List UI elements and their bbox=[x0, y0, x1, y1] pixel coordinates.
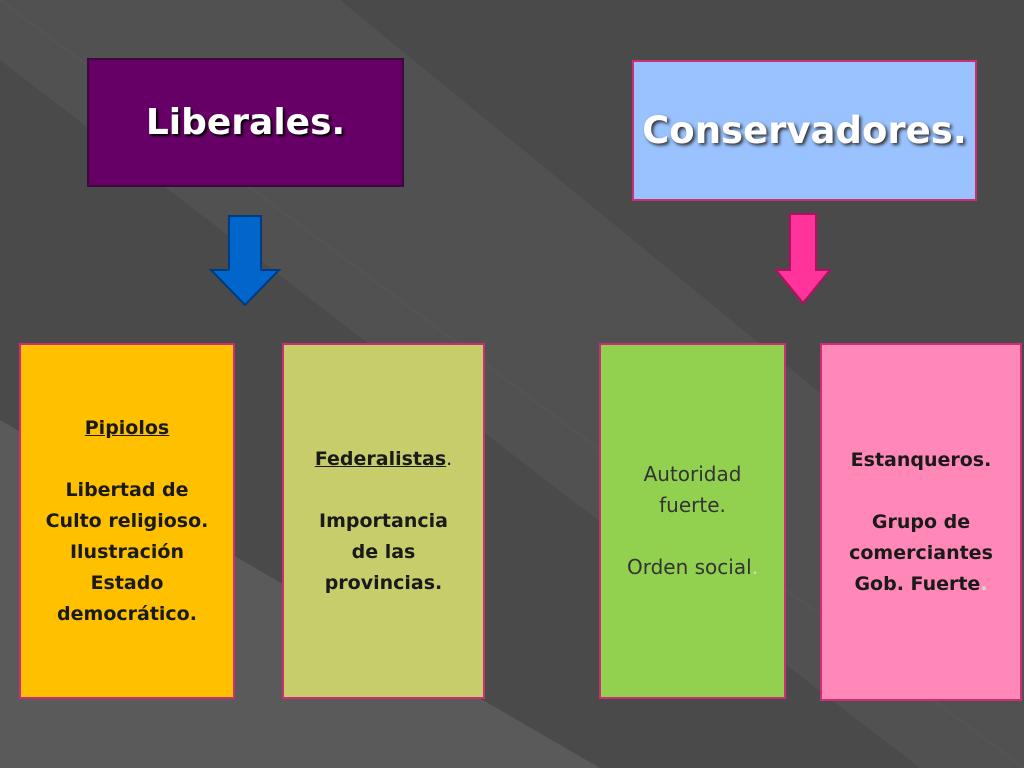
card-line: de las bbox=[351, 540, 416, 563]
estanqueros-title: Estanqueros. bbox=[850, 448, 992, 471]
orden-social-row: Orden social. bbox=[627, 552, 758, 583]
card-line: Importancia bbox=[319, 509, 448, 532]
card-line: Orden social bbox=[626, 555, 752, 579]
card-line: Libertad de bbox=[65, 478, 189, 501]
federalistas-title-row: Federalistas. bbox=[315, 444, 452, 475]
trailing-dot: . bbox=[980, 572, 988, 595]
federalistas-card: Federalistas. Importancia de las provinc… bbox=[282, 343, 485, 699]
arrow-down-icon bbox=[773, 213, 833, 305]
conservadores-header: Conservadores. bbox=[632, 60, 977, 201]
card-line: Autoridad bbox=[643, 462, 742, 486]
trailing-dot: . bbox=[751, 555, 759, 579]
autoridad-card: Autoridad fuerte. Orden social. bbox=[599, 343, 786, 699]
arrow-down-icon bbox=[208, 215, 282, 307]
gob-fuerte-row: Gob. Fuerte. bbox=[854, 569, 987, 600]
estanqueros-card: Estanqueros. Grupo de comerciantes Gob. … bbox=[820, 343, 1022, 701]
conservadores-title: Conservadores. bbox=[642, 109, 967, 152]
federalistas-title: Federalistas bbox=[314, 447, 447, 470]
title-dot: . bbox=[446, 447, 453, 470]
card-line: Ilustración bbox=[69, 540, 185, 563]
card-line: comerciantes bbox=[849, 541, 993, 564]
card-line: Gob. Fuerte bbox=[854, 572, 981, 595]
card-line: provincias. bbox=[324, 571, 443, 594]
liberales-header: Liberales. bbox=[87, 58, 404, 187]
card-line: Estado bbox=[90, 571, 164, 594]
card-line: Culto religioso. bbox=[45, 509, 209, 532]
card-line: fuerte. bbox=[659, 493, 726, 517]
pipiolos-card: Pipiolos Libertad de Culto religioso. Il… bbox=[19, 343, 235, 699]
card-line: Grupo de bbox=[871, 510, 971, 533]
liberales-title: Liberales. bbox=[145, 102, 346, 143]
pipiolos-title: Pipiolos bbox=[84, 416, 170, 439]
card-line: democrático. bbox=[57, 602, 197, 625]
